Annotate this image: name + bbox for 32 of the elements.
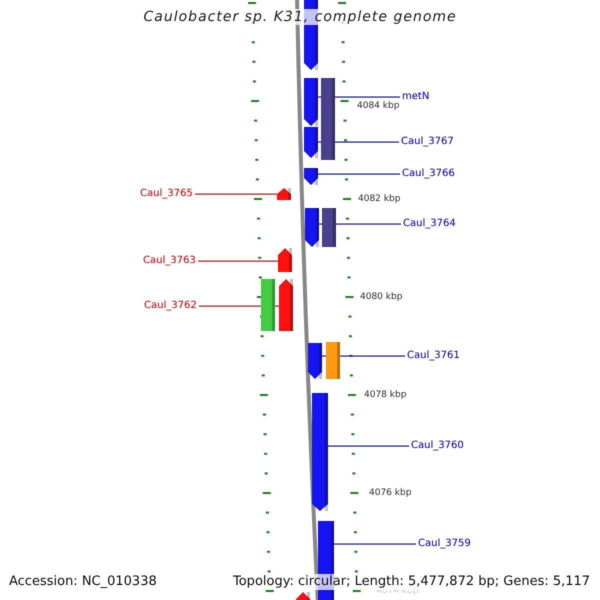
gene-bar — [322, 208, 336, 247]
accession-text: Accession: NC_010338 — [9, 574, 157, 590]
scale-label: 4084 kbp — [357, 101, 400, 112]
gene-label: Caul_3760 — [411, 440, 464, 452]
gene-label: Caul_3764 — [403, 218, 456, 230]
gene-label: Caul_3759 — [418, 538, 471, 550]
scale-label: 4078 kbp — [364, 390, 406, 401]
gene-feature — [304, 168, 318, 185]
gene-feature — [304, 78, 318, 126]
gene-feature — [278, 248, 292, 272]
gene-label: Caul_3761 — [407, 350, 460, 362]
gene-feature — [308, 343, 322, 379]
gene-feature — [277, 188, 291, 200]
gene-label: metN — [402, 91, 430, 103]
gene-bar — [261, 279, 275, 331]
title: Caulobacter sp. K31, complete genome — [144, 9, 457, 25]
scale-label: 4074 kbp — [376, 586, 418, 597]
gene-label: Caul_3767 — [401, 136, 454, 148]
gene-feature — [312, 393, 328, 511]
gene-feature — [305, 208, 319, 247]
scale-label: 4076 kbp — [369, 488, 412, 499]
gene-bar — [326, 342, 340, 379]
gene-label: Caul_3766 — [402, 168, 455, 180]
gene-feature — [304, 127, 318, 158]
gene-feature — [279, 279, 293, 331]
gene-label: Caul_3765 — [140, 188, 193, 200]
scale-label: 4082 kbp — [358, 194, 400, 205]
gene-label: Caul_3762 — [144, 300, 197, 312]
scale-label: 4080 kbp — [360, 292, 402, 303]
gene-bar — [321, 78, 335, 160]
leader-line — [198, 260, 278, 262]
gene-label: Caul_3763 — [143, 255, 196, 267]
